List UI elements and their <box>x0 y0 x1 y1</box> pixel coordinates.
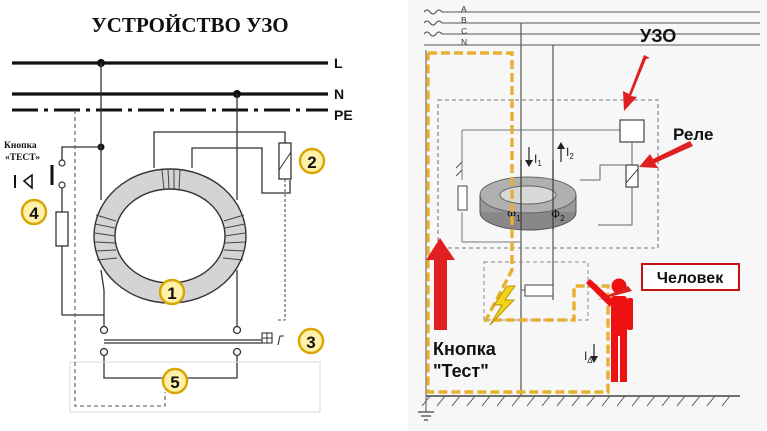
svg-text:3: 3 <box>306 333 315 352</box>
switch-contact <box>99 347 109 357</box>
arrow-relay <box>639 141 693 168</box>
label-i1: I1 <box>534 152 542 168</box>
marker-4: 4 <box>20 198 48 226</box>
test-contact <box>58 181 66 189</box>
uzo-relay-block <box>619 119 645 143</box>
right-panel-bg <box>408 0 767 431</box>
wire <box>61 246 104 316</box>
marker-3: 3 <box>297 327 325 355</box>
marker-5: 5 <box>161 367 189 395</box>
relay-coil-diag-inner <box>625 168 639 184</box>
pe-dashed-wire <box>74 110 166 407</box>
marker-1: 1 <box>158 278 186 306</box>
label-phi1: Ф1 <box>507 207 521 223</box>
label-test-1: Кнопка <box>433 339 497 359</box>
label-n: N <box>334 86 344 102</box>
relay-linkage <box>276 179 286 321</box>
svg-text:1: 1 <box>167 284 176 303</box>
label-l: L <box>334 55 343 71</box>
left-title: УСТРОЙСТВО УЗО <box>91 13 288 37</box>
svg-text:5: 5 <box>170 373 179 392</box>
person-label-box <box>641 263 740 291</box>
inner-wire <box>598 187 633 226</box>
current-arrow-up-icon <box>557 142 565 162</box>
switch-contact <box>232 325 242 335</box>
annotation-arrows <box>426 55 693 330</box>
lightning-bolt-icon <box>489 285 516 326</box>
test-contact <box>58 159 66 167</box>
rcd-boundary <box>437 99 659 249</box>
switch-contact <box>232 347 242 357</box>
arrow-test <box>426 238 455 330</box>
leakage-current-arrow-icon <box>590 344 598 363</box>
test-switch-icon <box>455 161 463 177</box>
secondary-wire <box>191 147 291 194</box>
phase-label-c: C <box>461 26 467 36</box>
wire <box>100 269 105 326</box>
relay-coil-diag <box>278 151 292 171</box>
current-arrow-down-icon <box>525 147 533 167</box>
label-idelta: I∆ <box>584 349 592 365</box>
label-test-2: "Тест" <box>433 361 489 381</box>
phase-label-a: A <box>461 4 467 14</box>
test-button-icon <box>14 173 33 190</box>
toroid-core <box>479 176 577 231</box>
phase-lines <box>423 9 760 46</box>
test-button-label-2: «ТЕСТ» <box>5 153 40 163</box>
inner-wire <box>580 164 626 181</box>
ground-symbol-icon <box>418 411 434 421</box>
fault-current-path <box>426 51 610 394</box>
wire <box>61 146 101 160</box>
marker-2: 2 <box>298 147 326 175</box>
arrow-person <box>598 286 632 300</box>
svg-text:2: 2 <box>307 153 316 172</box>
test-resistor-inner <box>457 185 468 211</box>
load-box <box>69 361 321 413</box>
label-phi2: Ф2 <box>551 207 565 223</box>
label-uzo: УЗО <box>640 26 676 46</box>
label-relay: Реле <box>673 125 713 144</box>
switch-mechanism-icon <box>261 332 284 346</box>
test-resistor <box>55 211 69 247</box>
phase-label-b: B <box>461 15 467 25</box>
label-pe: PE <box>334 107 353 123</box>
label-i2: I2 <box>566 145 574 161</box>
arrow-uzo <box>623 55 650 111</box>
phase-label-n: N <box>461 37 467 47</box>
test-button-label-1: Кнопка <box>4 141 37 151</box>
label-person: Человек <box>657 270 724 287</box>
secondary-wire <box>153 131 286 168</box>
load-resistor <box>524 284 554 297</box>
svg-text:4: 4 <box>29 204 39 223</box>
switch-contact <box>99 325 109 335</box>
